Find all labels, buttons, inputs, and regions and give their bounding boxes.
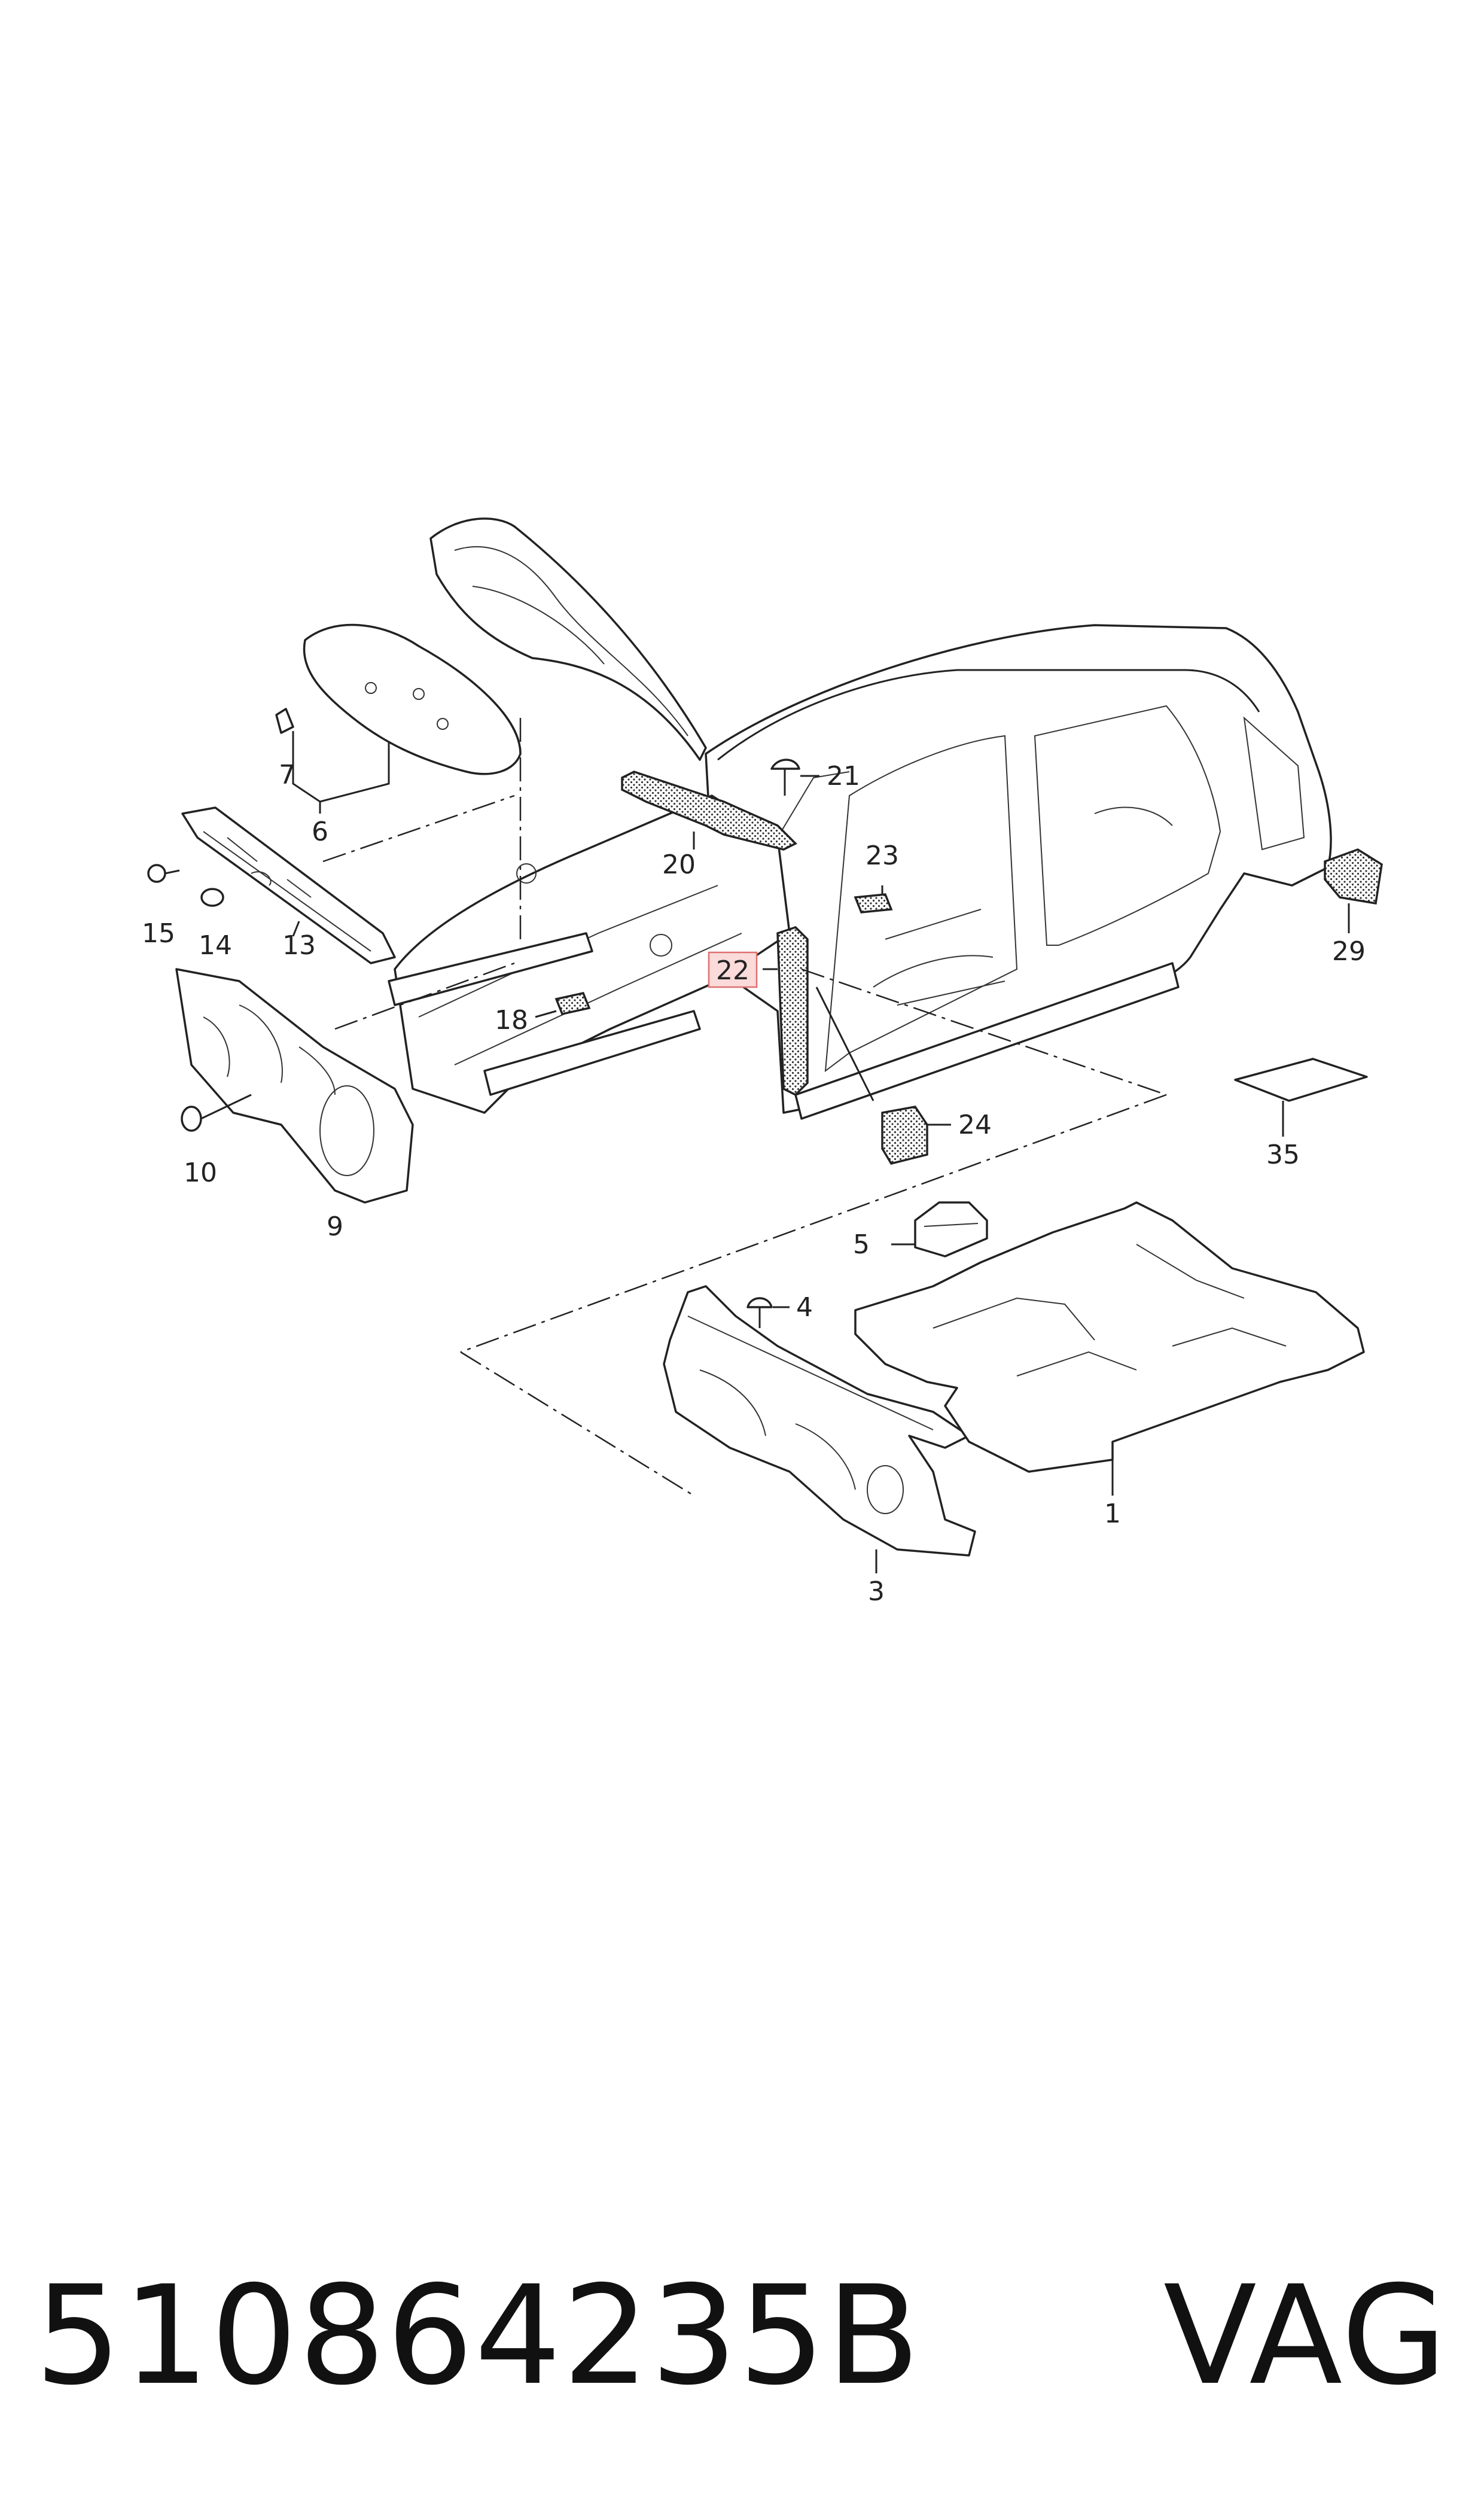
callout-6: 6 [312,817,328,847]
callout-5: 5 [853,1229,870,1260]
callout-23: 23 [866,841,899,871]
part-35-mat [1234,1058,1368,1137]
callout-20: 20 [662,850,696,880]
part-22-pillar-foam [763,925,809,1097]
callout-1: 1 [1104,1499,1121,1529]
callout-10: 10 [184,1158,217,1188]
callout-14: 14 [199,930,232,961]
hood-insulation-mat [275,623,522,775]
part-20-plenum-insulation [621,771,797,851]
part-13-bulkhead-seal [181,794,515,964]
part-14-clip [200,888,224,907]
part-18-foam-block [535,991,591,1018]
callout-4: 4 [796,1292,813,1323]
callout-labels: 1 3 4 5 6 7 9 10 13 14 15 18 20 21 22 23… [142,760,1366,1607]
callout-7: 7 [279,760,295,790]
hood [429,517,707,761]
callout-35: 35 [1266,1140,1300,1170]
part-24-foam-block [815,987,951,1165]
reference-lines [460,718,1167,1497]
part-3-dash-insulation [663,1285,976,1573]
part-23-foam-block [854,885,893,914]
callout-18: 18 [495,1005,528,1036]
brand-label: VAG [1163,2256,1448,2415]
part-10-grommet [181,1094,252,1132]
callout-21: 21 [827,761,860,791]
callout-3: 3 [868,1576,885,1607]
callout-13: 13 [282,930,316,961]
part-21-clip [770,759,819,796]
car-body [388,624,1332,1120]
part-5-foam-support [891,1201,988,1258]
callout-group-6-7 [292,731,390,814]
part-1-floor-carpet [854,1201,1365,1496]
callout-22-highlight [708,951,758,988]
part-29-foam-pad [1324,848,1383,933]
part-4-clip [746,1297,790,1328]
callout-15: 15 [142,918,175,949]
callout-22: 22 [716,955,749,986]
callout-9: 9 [327,1211,343,1242]
part-number: 510864235B [35,2256,921,2415]
part-15-screw [147,864,180,883]
callout-29: 29 [1332,936,1366,967]
callout-24: 24 [958,1110,992,1140]
part-9-insulation [175,962,515,1204]
